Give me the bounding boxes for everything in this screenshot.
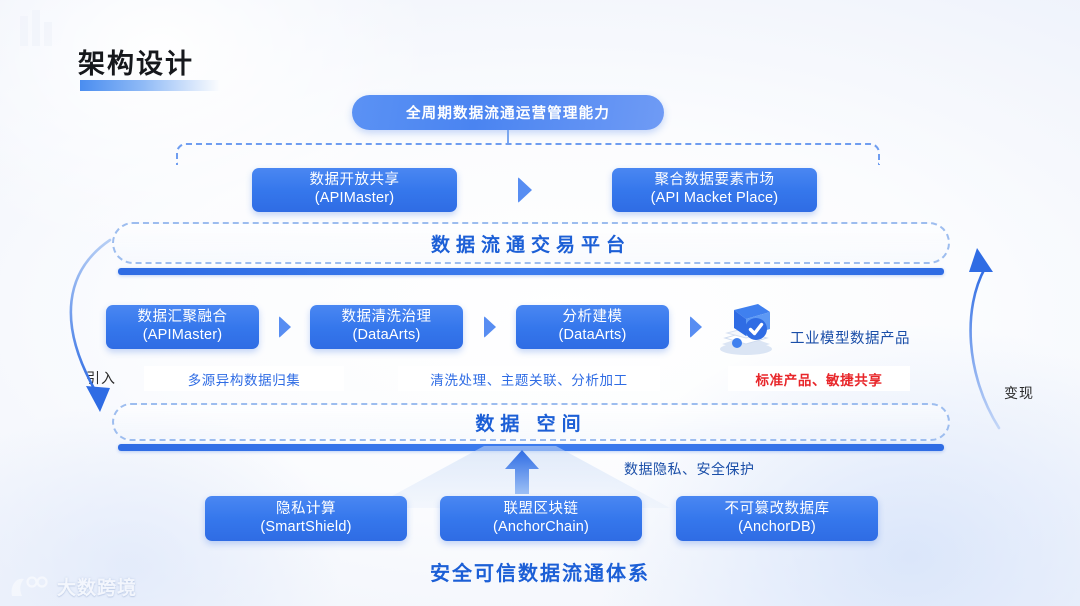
bottom-section-title: 安全可信数据流通体系 — [430, 563, 650, 585]
box-label-en: (AnchorChain) — [492, 518, 590, 535]
box-label-cn: 不可篡改数据库 — [724, 500, 830, 517]
box-label-cn: 分析建模 — [562, 309, 623, 326]
box-label-en: (DataArts) — [558, 327, 627, 343]
chevron-right-icon-top — [518, 177, 532, 203]
chevron-right-icon-2 — [484, 316, 496, 338]
box-data-open-sharing[interactable]: 数据开放共享 (APIMaster) — [252, 168, 457, 212]
title-underline-bar — [80, 80, 220, 91]
privacy-protection-label: 数据隐私、安全保护 — [624, 461, 755, 477]
arrow-curve-left-down-icon — [69, 238, 112, 412]
arrow-up-icon — [505, 450, 539, 494]
dashed-bracket-connector — [176, 143, 880, 165]
capability-capsule: 全周期数据流通运营管理能力 — [352, 95, 664, 130]
background-wash-top-left — [0, 0, 440, 260]
box-label-cn: 隐私计算 — [276, 500, 336, 517]
band-data-space: 数据 空间 — [112, 403, 950, 441]
box-data-aggregation[interactable]: 数据汇聚融合 (APIMaster) — [106, 305, 259, 349]
dashu-kuajing-logo-icon — [11, 575, 48, 596]
box-label-cn: 联盟区块链 — [503, 500, 579, 517]
caption-chip-process: 清洗处理、主题关联、分析加工 — [398, 366, 660, 391]
box-label-cn: 数据汇聚融合 — [137, 309, 228, 326]
watermark-text: 大数跨境 — [57, 578, 138, 599]
arrow-curve-right-up-icon — [969, 248, 1001, 430]
corner-watermark-icon — [20, 10, 52, 46]
box-label-en: (DataArts) — [352, 327, 421, 343]
product-label: 工业模型数据产品 — [790, 331, 910, 347]
band-underline-bar-platform — [118, 268, 944, 275]
box-label-en: (APIMaster) — [142, 327, 223, 343]
band-label: 数据 空间 — [475, 413, 587, 435]
band-label: 数据流通交易平台 — [430, 234, 631, 256]
intro-label: 引入 — [86, 370, 116, 386]
box-label-en: (SmartShield) — [260, 518, 352, 535]
chevron-right-icon-1 — [279, 316, 291, 338]
caption-chip-product: 标准产品、敏捷共享 — [728, 366, 910, 391]
data-product-cube-check-icon — [720, 304, 772, 355]
box-label-en: (APIMaster) — [314, 190, 395, 206]
chevron-right-icon-3 — [690, 316, 702, 338]
box-privacy-computing[interactable]: 隐私计算 (SmartShield) — [205, 496, 407, 541]
watermark: 大数跨境 — [8, 573, 137, 600]
capsule-stem-connector — [507, 130, 509, 144]
monetization-label: 变现 — [1004, 385, 1034, 401]
box-label-en: (AnchorDB) — [738, 518, 816, 535]
box-data-element-market[interactable]: 聚合数据要素市场 (API Macket Place) — [612, 168, 817, 212]
box-label-cn: 聚合数据要素市场 — [654, 172, 775, 189]
box-label-en: (API Macket Place) — [650, 190, 779, 206]
page-title-group: 架构设计 — [78, 49, 220, 91]
box-data-cleaning-governance[interactable]: 数据清洗治理 (DataArts) — [310, 305, 463, 349]
box-label-cn: 数据清洗治理 — [341, 309, 432, 326]
box-immutable-database[interactable]: 不可篡改数据库 (AnchorDB) — [676, 496, 878, 541]
caption-chip-collect: 多源异构数据归集 — [144, 366, 344, 391]
band-trading-platform: 数据流通交易平台 — [112, 222, 950, 264]
box-analysis-modeling[interactable]: 分析建模 (DataArts) — [516, 305, 669, 349]
box-consortium-blockchain[interactable]: 联盟区块链 (AnchorChain) — [440, 496, 642, 541]
page-title: 架构设计 — [78, 49, 194, 79]
box-label-cn: 数据开放共享 — [309, 172, 400, 189]
